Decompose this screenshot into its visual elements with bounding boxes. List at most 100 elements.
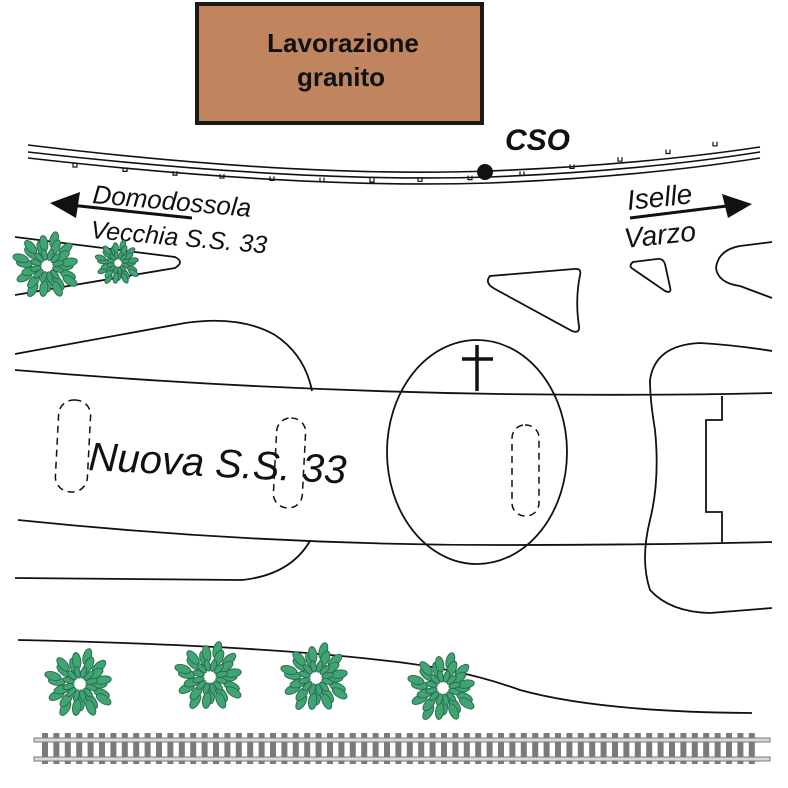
rail-sleeper: [64, 733, 71, 764]
direction-varzo-label: Varzo: [622, 216, 697, 254]
rail-tick: [712, 141, 718, 147]
old-road-outline: [14, 236, 181, 296]
station-marker[interactable]: [477, 164, 493, 180]
rail-tick: [467, 175, 473, 181]
rail-sleeper: [247, 733, 254, 764]
rail-sleeper: [281, 733, 288, 764]
rail-sleeper: [748, 733, 755, 764]
rail-sleeper: [121, 733, 128, 764]
rail-sleeper: [156, 733, 162, 764]
dashed-island-2: [272, 417, 307, 509]
rail-tick: [417, 177, 423, 182]
rail-sleeper: [543, 733, 550, 764]
dashed-island-1: [54, 399, 92, 493]
rail-sleeper: [372, 733, 379, 764]
tree-icon: [44, 648, 112, 716]
arrow-right-icon: [629, 194, 752, 220]
rail-sleeper: [235, 733, 242, 764]
rail-sleeper: [99, 733, 105, 764]
rail-sleeper: [292, 733, 299, 764]
rail-sleeper: [600, 733, 607, 764]
rail-sleeper: [634, 733, 641, 764]
rail-sleeper: [327, 733, 333, 764]
rail-tick: [319, 177, 325, 183]
rail-sleeper: [213, 733, 219, 764]
rail-sleeper: [361, 733, 368, 764]
rail-tick: [369, 177, 375, 183]
lower-road-edge: [17, 639, 753, 714]
rail-sleeper: [486, 733, 493, 764]
rail-sleeper: [53, 733, 60, 764]
rail-sleeper: [178, 733, 185, 764]
rail-sleeper: [429, 733, 436, 764]
rail-sleeper: [577, 733, 584, 764]
rail-sleeper: [110, 733, 117, 764]
traffic-island-right: [629, 257, 672, 293]
rail-sleeper: [589, 733, 596, 764]
new-road-outline: [14, 319, 773, 614]
rail-sleeper: [144, 733, 151, 764]
rail-sleeper: [646, 733, 653, 764]
rail-sleeper: [190, 733, 197, 764]
rail-sleeper: [714, 733, 721, 764]
rail-sleeper: [691, 733, 698, 764]
rail-sleeper: [338, 733, 345, 764]
rail-sleeper: [509, 733, 516, 764]
rail-sleeper: [315, 733, 322, 764]
rail-tick: [665, 149, 671, 155]
rail-sleeper: [349, 733, 356, 764]
rail-sleeper: [669, 733, 675, 764]
rail-sleeper: [76, 733, 83, 764]
rail-track: [33, 737, 771, 743]
trees-group: [12, 231, 475, 720]
tree-icon: [280, 642, 348, 710]
rail-tick: [617, 157, 623, 162]
building-label-line2: granito: [297, 62, 385, 92]
station-label: CSO: [505, 124, 570, 157]
rail-sleeper: [406, 733, 413, 764]
cross-icon: [462, 345, 493, 391]
rail-tick: [172, 171, 178, 176]
rail-sleeper: [555, 733, 561, 764]
rail-tick: [569, 164, 575, 170]
rail-sleeper: [703, 733, 710, 764]
rail-sleeper: [612, 733, 618, 764]
tree-icon: [174, 641, 242, 709]
rail-tick: [219, 174, 225, 179]
rail-sleeper: [395, 733, 402, 764]
rail-sleeper: [463, 733, 470, 764]
rail-sleeper: [657, 733, 664, 764]
rail-sleeper: [384, 733, 390, 764]
rail-sleeper: [224, 733, 231, 764]
upper-railway: [27, 144, 761, 185]
tree-icon: [12, 231, 78, 297]
rail-track: [33, 756, 771, 762]
traffic-island-center: [486, 267, 582, 333]
rail-tick: [122, 167, 128, 172]
rail-sleeper: [726, 733, 732, 764]
rail-sleeper: [452, 733, 459, 764]
rail-sleeper: [87, 733, 94, 764]
tree-icon: [407, 652, 475, 720]
rail-sleeper: [418, 733, 425, 764]
rail-sleeper: [737, 733, 744, 764]
rail-sleeper: [441, 733, 447, 764]
rail-sleeper: [520, 733, 527, 764]
rail-sleeper: [532, 733, 539, 764]
rail-tick: [519, 171, 525, 176]
lower-railway: [33, 733, 771, 764]
chapel-ellipse: [386, 339, 568, 565]
rail-sleeper: [167, 733, 174, 764]
rail-sleeper: [201, 733, 208, 764]
rail-sleeper: [566, 733, 573, 764]
railway-ticks: [72, 141, 718, 183]
direction-iselle-label: Iselle: [625, 178, 693, 216]
rail-sleeper: [680, 733, 687, 764]
rail-tick: [72, 163, 78, 168]
rail-sleeper: [133, 733, 140, 764]
rail-sleeper: [270, 733, 276, 764]
new-road-label: Nuova S.S. 33: [88, 435, 348, 492]
rail-sleeper: [258, 733, 265, 764]
arrow-left-icon: [50, 192, 193, 220]
